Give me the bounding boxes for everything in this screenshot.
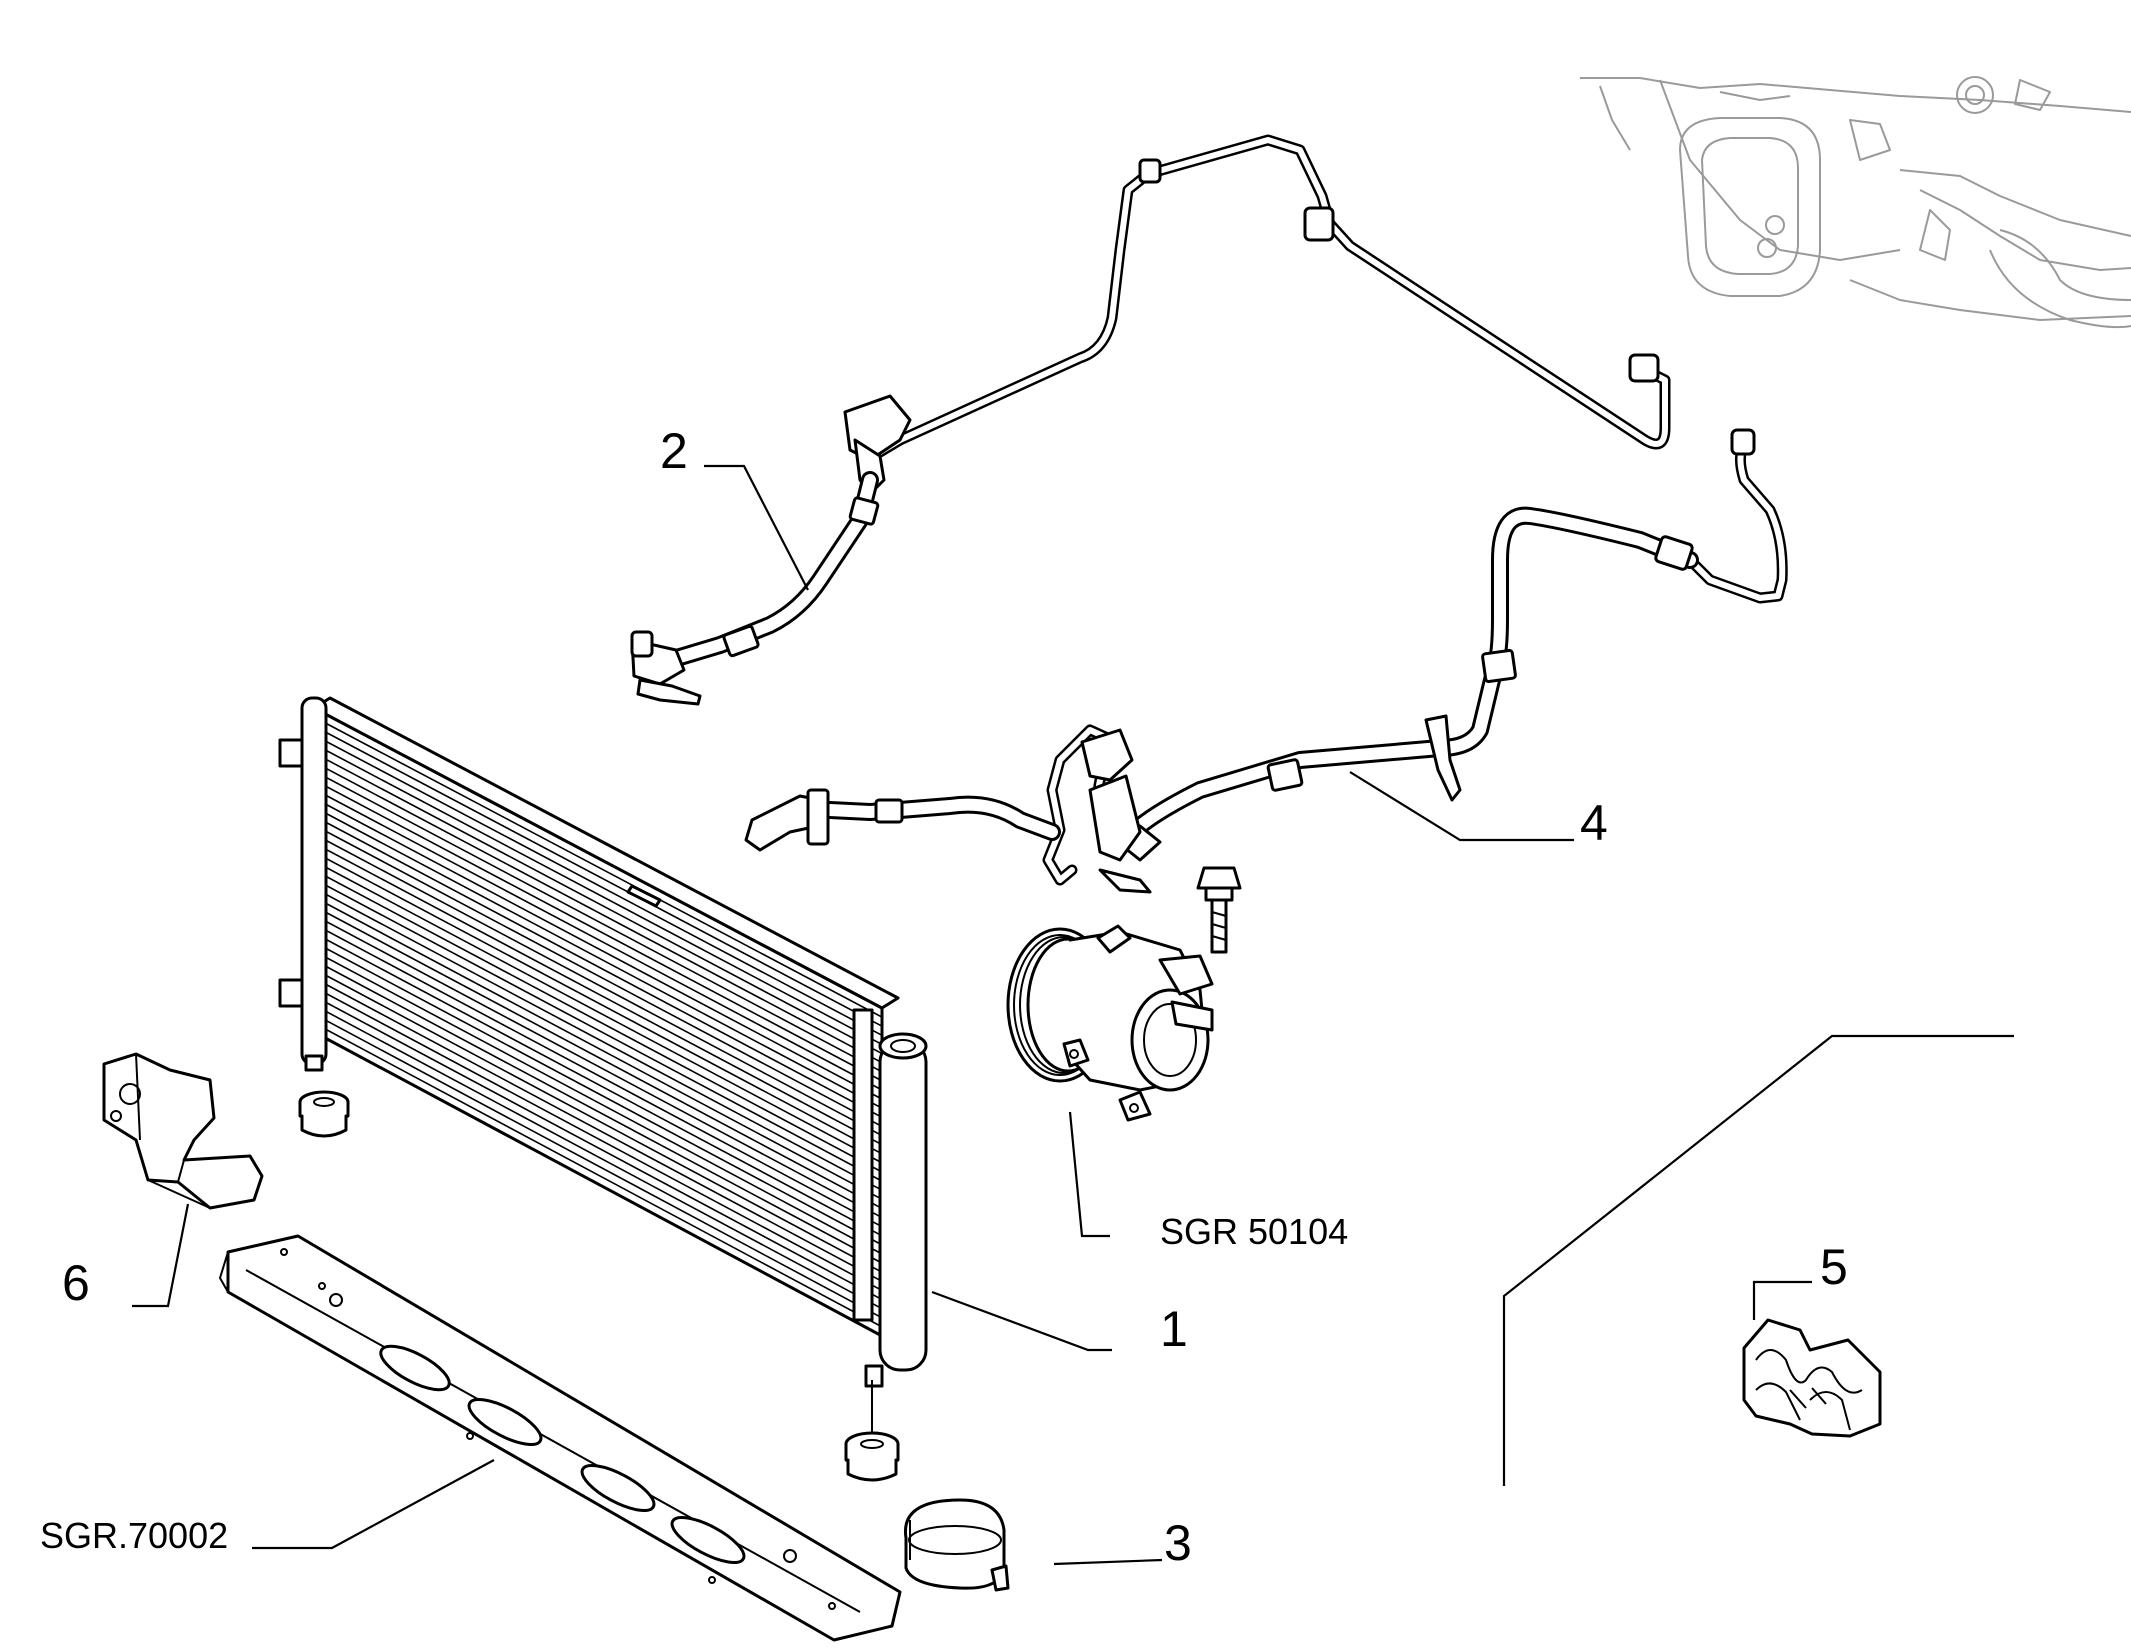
condenser-fin-line	[313, 977, 883, 1283]
rubber-mount-left	[298, 1090, 350, 1138]
condenser-fin-line	[313, 851, 883, 1155]
condenser-fin-line	[313, 959, 883, 1264]
condenser-fin-line	[313, 725, 883, 1027]
condenser-fin-line	[313, 878, 883, 1182]
condenser-fin-line	[313, 923, 883, 1228]
condenser-fin-line	[313, 770, 883, 1073]
condenser-fin-line	[313, 815, 883, 1119]
condenser-fin-line	[313, 905, 883, 1210]
condenser-fins	[313, 716, 883, 1328]
part-3-clamp	[903, 1498, 1010, 1592]
rubber-mount-right	[844, 1380, 900, 1482]
condenser-fin-line	[313, 734, 883, 1037]
condenser-fin-line	[313, 869, 883, 1173]
bolt	[1196, 866, 1242, 954]
condenser-fin-line	[313, 914, 883, 1219]
crossmember-panel	[218, 1234, 902, 1642]
callout-2: 2	[660, 423, 688, 479]
part-5-clip	[1502, 1034, 2014, 1486]
condenser-fin-line	[313, 860, 883, 1164]
condenser-fin-line	[313, 950, 883, 1255]
reference-crossmember: SGR.70002	[40, 1515, 228, 1556]
part-1-condenser	[278, 696, 928, 1388]
condenser-fin-line	[313, 941, 883, 1246]
callout-1: 1	[1160, 1301, 1188, 1357]
callout-4: 4	[1580, 795, 1608, 851]
condenser-fin-line	[313, 752, 883, 1055]
condenser-fin-line	[313, 806, 883, 1109]
condenser-fin-line	[313, 1022, 883, 1328]
condenser-fin-line	[313, 896, 883, 1201]
condenser-fin-line	[313, 743, 883, 1046]
condenser-fin-line	[313, 788, 883, 1091]
ac-compressor	[1006, 924, 1214, 1122]
condenser-fin-line	[313, 932, 883, 1237]
condenser-fin-line	[313, 1004, 883, 1310]
condenser-fin-line	[313, 887, 883, 1191]
callout-6: 6	[62, 1255, 90, 1311]
callout-3: 3	[1164, 1515, 1192, 1571]
condenser-fin-line	[313, 716, 883, 1018]
reference-compressor: SGR 50104	[1160, 1211, 1348, 1252]
condenser-fin-line	[313, 797, 883, 1100]
part-6-bracket	[102, 1052, 264, 1210]
engine-context-outline	[1580, 76, 2131, 329]
condenser-fin-line	[313, 986, 883, 1292]
condenser-fin-line	[313, 761, 883, 1064]
leader-lines	[132, 464, 1812, 1566]
condenser-fin-line	[313, 968, 883, 1273]
condenser-fin-line	[313, 995, 883, 1301]
condenser-fin-line	[313, 824, 883, 1128]
condenser-fin-line	[313, 833, 883, 1137]
condenser-fin-line	[313, 1013, 883, 1319]
part-4-hose-assembly	[744, 428, 1788, 894]
condenser-fin-line	[313, 842, 883, 1146]
condenser-fin-line	[313, 779, 883, 1082]
part-2-pipe-assembly	[630, 134, 1671, 706]
callout-5: 5	[1820, 1239, 1848, 1295]
